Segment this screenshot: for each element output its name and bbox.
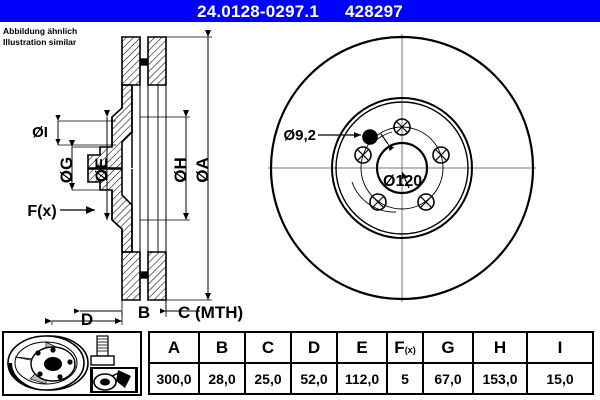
value-i: 15,0 bbox=[528, 364, 592, 393]
brake-disc-icon bbox=[7, 335, 89, 391]
label-dim-b: B bbox=[138, 303, 150, 322]
value-h: 153,0 bbox=[474, 364, 526, 393]
lubricant-application-icon bbox=[90, 367, 138, 393]
col-header-fx: F(x) bbox=[388, 333, 422, 362]
label-bolt-circle: Ø120 bbox=[383, 173, 422, 190]
header-banner: 24.0128-0297.1 428297 bbox=[0, 0, 600, 22]
note-line-en: Illustration similar bbox=[3, 36, 77, 47]
face-dimension-leaders bbox=[318, 131, 410, 213]
label-dia-h: ØH bbox=[171, 157, 190, 183]
label-dia-g: ØG bbox=[57, 157, 76, 183]
technical-drawing: ØI ØG ØE ØH ØA F(x) B C (MTH) D bbox=[0, 22, 600, 325]
cross-section-geometry bbox=[87, 36, 167, 301]
value-e: 112,0 bbox=[338, 364, 386, 393]
value-g: 67,0 bbox=[424, 364, 472, 393]
col-header-e: E bbox=[338, 333, 386, 362]
col-header-b: B bbox=[200, 333, 244, 362]
label-dim-d: D bbox=[81, 310, 93, 325]
bottom-strip: A B C D E F(x) G H I 300,0 28,0 25,0 52,… bbox=[0, 327, 600, 400]
col-header-d: D bbox=[292, 333, 336, 362]
icon-panel bbox=[2, 331, 142, 396]
label-dia-a: ØA bbox=[193, 157, 212, 183]
article-number: 428297 bbox=[344, 1, 403, 21]
spec-table: A B C D E F(x) G H I 300,0 28,0 25,0 52,… bbox=[148, 331, 594, 395]
section-dimension-lines bbox=[45, 30, 212, 325]
highlighted-hole bbox=[362, 129, 378, 145]
bolt-icon bbox=[90, 335, 115, 366]
spec-table-value-row: 300,0 28,0 25,0 52,0 112,0 5 67,0 153,0 … bbox=[150, 364, 592, 393]
label-hole-dia: Ø9,2 bbox=[283, 127, 316, 144]
value-c: 25,0 bbox=[246, 364, 290, 393]
illustration-note: Abbildung ähnlich Illustration similar bbox=[3, 26, 77, 47]
col-header-a: A bbox=[150, 333, 198, 362]
value-b: 28,0 bbox=[200, 364, 244, 393]
col-header-h: H bbox=[474, 333, 526, 362]
value-fx: 5 bbox=[388, 364, 422, 393]
col-header-c: C bbox=[246, 333, 290, 362]
col-header-g: G bbox=[424, 333, 472, 362]
label-dia-e: ØE bbox=[92, 158, 111, 183]
col-header-i: I bbox=[528, 333, 592, 362]
label-dim-c: C (MTH) bbox=[178, 303, 243, 322]
note-line-de: Abbildung ähnlich bbox=[3, 26, 78, 36]
label-dia-i: ØI bbox=[32, 124, 48, 141]
value-a: 300,0 bbox=[150, 364, 198, 393]
value-d: 52,0 bbox=[292, 364, 336, 393]
part-number: 24.0128-0297.1 bbox=[197, 1, 319, 21]
section-dimension-labels: ØI ØG ØE ØH ØA F(x) B C (MTH) D bbox=[27, 124, 243, 325]
label-force-x: F(x) bbox=[27, 203, 56, 220]
spec-table-header-row: A B C D E F(x) G H I bbox=[150, 333, 592, 362]
bolt-holes bbox=[354, 118, 450, 211]
front-face-geometry bbox=[268, 34, 536, 302]
face-dimension-labels: Ø9,2 Ø120 bbox=[283, 127, 422, 190]
